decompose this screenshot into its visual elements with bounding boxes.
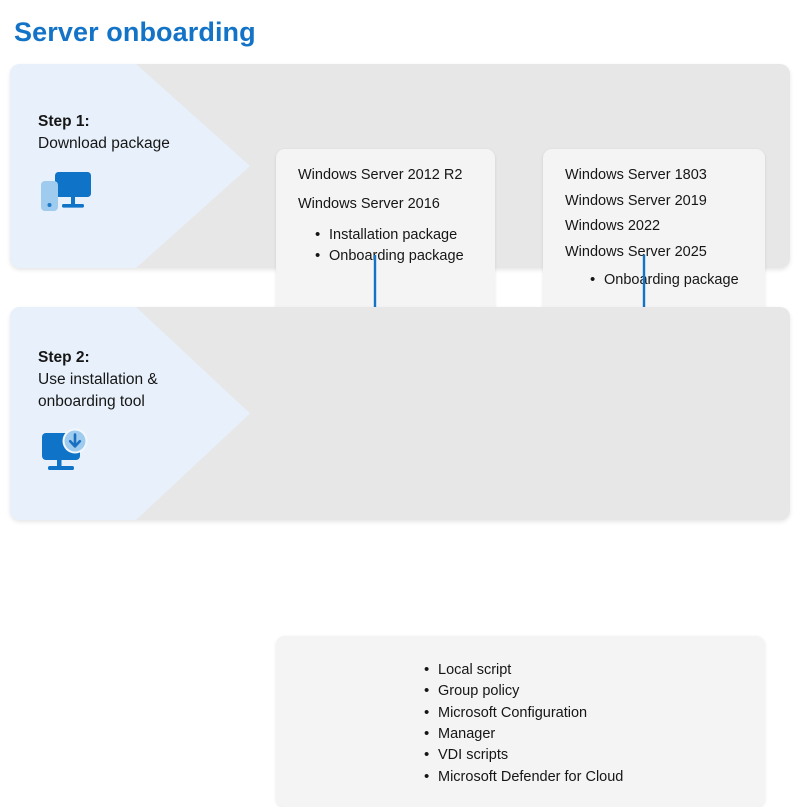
- legacy-os-card: Windows Server 2012 R2 Windows Server 20…: [276, 149, 495, 321]
- list-item: Local script: [424, 659, 765, 681]
- os-version: Windows Server 1803: [565, 167, 707, 183]
- step-2-description: Use installation & onboarding tool: [38, 370, 158, 411]
- step-2-band: Step 2: Use installation & onboarding to…: [10, 307, 790, 807]
- step-2-label: Step 2:: [38, 349, 90, 367]
- list-item: Group policy: [424, 680, 765, 702]
- page-title: Server onboarding: [14, 17, 256, 47]
- os-version: Windows Server 2025: [565, 243, 707, 260]
- list-item: Onboarding package: [590, 269, 743, 291]
- os-version: Windows Server 2019: [565, 192, 707, 209]
- list-item: Manager: [424, 723, 765, 745]
- list-item: Microsoft Defender for Cloud: [424, 766, 765, 788]
- modern-os-card: Windows Server 1803 Windows Server 2019 …: [543, 149, 765, 321]
- list-item: Onboarding package: [315, 245, 473, 267]
- step-2-chevron: Step 2: Use installation & onboarding to…: [10, 307, 250, 520]
- step-1-description: Download package: [38, 134, 170, 152]
- step-1-band: Step 1: Download package Windows Server …: [10, 64, 790, 321]
- legacy-package-list: Installation package Onboarding package: [298, 224, 473, 267]
- os-version: Windows Server 2016: [298, 195, 440, 212]
- modern-package-list: Onboarding package: [565, 269, 743, 291]
- os-version: Windows 2022: [565, 218, 661, 234]
- step-1-chevron: Step 1: Download package: [10, 64, 250, 268]
- onboarding-method-list: Local script Group policy Microsoft Conf…: [424, 659, 765, 788]
- os-version: Windows Server 2012 R2: [298, 167, 463, 183]
- list-item: VDI scripts: [424, 744, 765, 766]
- onboarding-tools-card: Local script Group policy Microsoft Conf…: [276, 636, 765, 807]
- step-1-label: Step 1:: [38, 112, 90, 130]
- monitor-and-device-icon: [38, 169, 96, 219]
- monitor-download-icon: [38, 428, 96, 478]
- list-item: Microsoft Configuration: [424, 702, 765, 724]
- list-item: Installation package: [315, 224, 473, 246]
